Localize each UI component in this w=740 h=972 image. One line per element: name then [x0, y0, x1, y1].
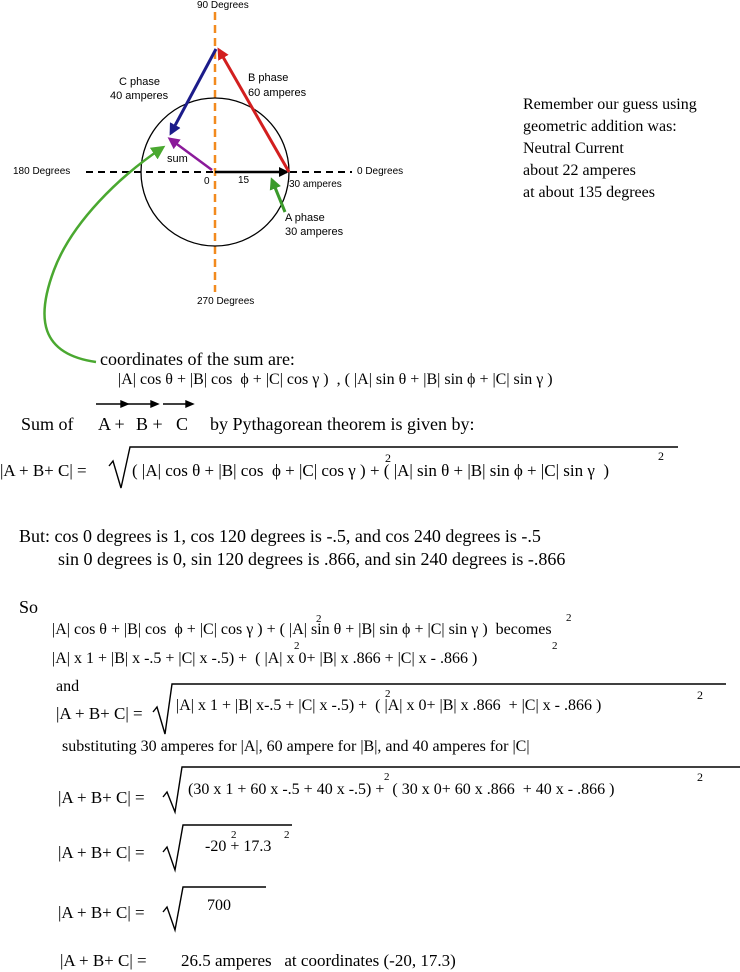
- so-expression: |A| cos θ + |B| cos ϕ + |C| cos γ ) + ( …: [52, 621, 552, 638]
- radical-signs: [108, 446, 740, 933]
- coordinates-pointer-curve: [43, 145, 166, 364]
- lhs-eq1: |A + B+ C| =: [0, 461, 87, 480]
- becomes-expression: |A| x 1 + |B| x -.5 + |C| x -.5) + ( |A|…: [52, 650, 478, 667]
- label-0-degrees: 0 Degrees: [357, 166, 404, 177]
- eq3-exp: 2: [697, 770, 703, 784]
- label-origin: 0: [204, 176, 210, 187]
- pythagorean-text: by Pythagorean theorem is given by:: [210, 414, 475, 434]
- vector-c: C: [176, 414, 189, 434]
- eq3-radicand: (30 x 1 + 60 x -.5 + 40 x -.5) + ( 30 x …: [188, 781, 615, 798]
- lhs-eq4: |A + B+ C| =: [58, 843, 145, 862]
- note-line: Neutral Current: [523, 140, 624, 157]
- geometric-guess-note: Remember our guess using geometric addit…: [523, 94, 697, 204]
- eq4-radicand: -20 + 17.3: [205, 838, 272, 855]
- label-b-phase: B phase: [248, 72, 289, 84]
- label-90-degrees: 90 Degrees: [197, 0, 249, 11]
- b-phase-vector: [217, 47, 291, 173]
- note-line: geometric addition was:: [523, 118, 677, 135]
- eq5-radicand: 700: [207, 897, 231, 914]
- vector-a: A +: [98, 414, 125, 434]
- label-c-phase: C phase: [119, 76, 160, 88]
- label-b-amps: 60 amperes: [248, 87, 307, 99]
- label-180-degrees: 180 Degrees: [13, 166, 71, 177]
- coordinates-expression: |A| cos θ + |B| cos ϕ + |C| cos γ ) , ( …: [118, 371, 553, 388]
- note-line: at about 135 degrees: [523, 184, 655, 201]
- so-exp: 2: [316, 613, 322, 625]
- lhs-eq2: |A + B+ C| =: [56, 704, 143, 723]
- but-line-1: But: cos 0 degrees is 1, cos 120 degrees…: [19, 526, 541, 546]
- eq4-exp: 2: [231, 829, 237, 841]
- a-phase-pointer: [269, 177, 287, 213]
- becomes-exp: 2: [552, 640, 558, 652]
- but-line-2: sin 0 degrees is 0, sin 120 degrees is .…: [58, 549, 566, 569]
- eq2-exp: 2: [385, 688, 391, 700]
- eq2-radicand: |A| x 1 + |B| x-.5 + |C| x -.5) + ( |A| …: [176, 697, 602, 714]
- eq1-radicand: ( |A| cos θ + |B| cos ϕ + |C| cos γ ) + …: [132, 461, 610, 480]
- eq3-exp: 2: [384, 771, 390, 783]
- note-line: Remember our guess using: [523, 96, 697, 113]
- eq2-exp: 2: [697, 688, 703, 702]
- eq1-exp: 2: [385, 451, 391, 465]
- label-270-degrees: 270 Degrees: [197, 296, 255, 307]
- label-scale-30: 30 amperes: [289, 179, 342, 190]
- label-a-phase: A phase: [285, 212, 325, 224]
- sum-of-label: Sum of: [21, 414, 74, 434]
- result-value: 26.5 amperes at coordinates (-20, 17.3): [181, 951, 456, 970]
- eq1-exp: 2: [658, 449, 664, 463]
- label-sum: sum: [167, 153, 188, 165]
- c-phase-vector: [169, 48, 218, 136]
- so-exp: 2: [566, 612, 572, 624]
- substituting-text: substituting 30 amperes for |A|, 60 ampe…: [62, 738, 530, 755]
- sum-vector: [167, 137, 213, 172]
- label-c-amps: 40 amperes: [110, 90, 169, 102]
- vector-arrows: [96, 399, 195, 409]
- note-line: about 22 amperes: [523, 162, 636, 179]
- lhs-eq3: |A + B+ C| =: [58, 788, 145, 807]
- vector-b: B +: [136, 414, 163, 434]
- becomes-exp: 2: [294, 640, 300, 652]
- lhs-eq5: |A + B+ C| =: [58, 903, 145, 922]
- label-a-amps: 30 amperes: [285, 226, 344, 238]
- so-label: So: [19, 597, 39, 617]
- eq4-exp: 2: [284, 829, 290, 841]
- and-label: and: [56, 678, 80, 695]
- coordinates-title: coordinates of the sum are:: [100, 349, 295, 369]
- label-scale-15: 15: [238, 175, 250, 186]
- lhs-result: |A + B+ C| =: [60, 951, 147, 970]
